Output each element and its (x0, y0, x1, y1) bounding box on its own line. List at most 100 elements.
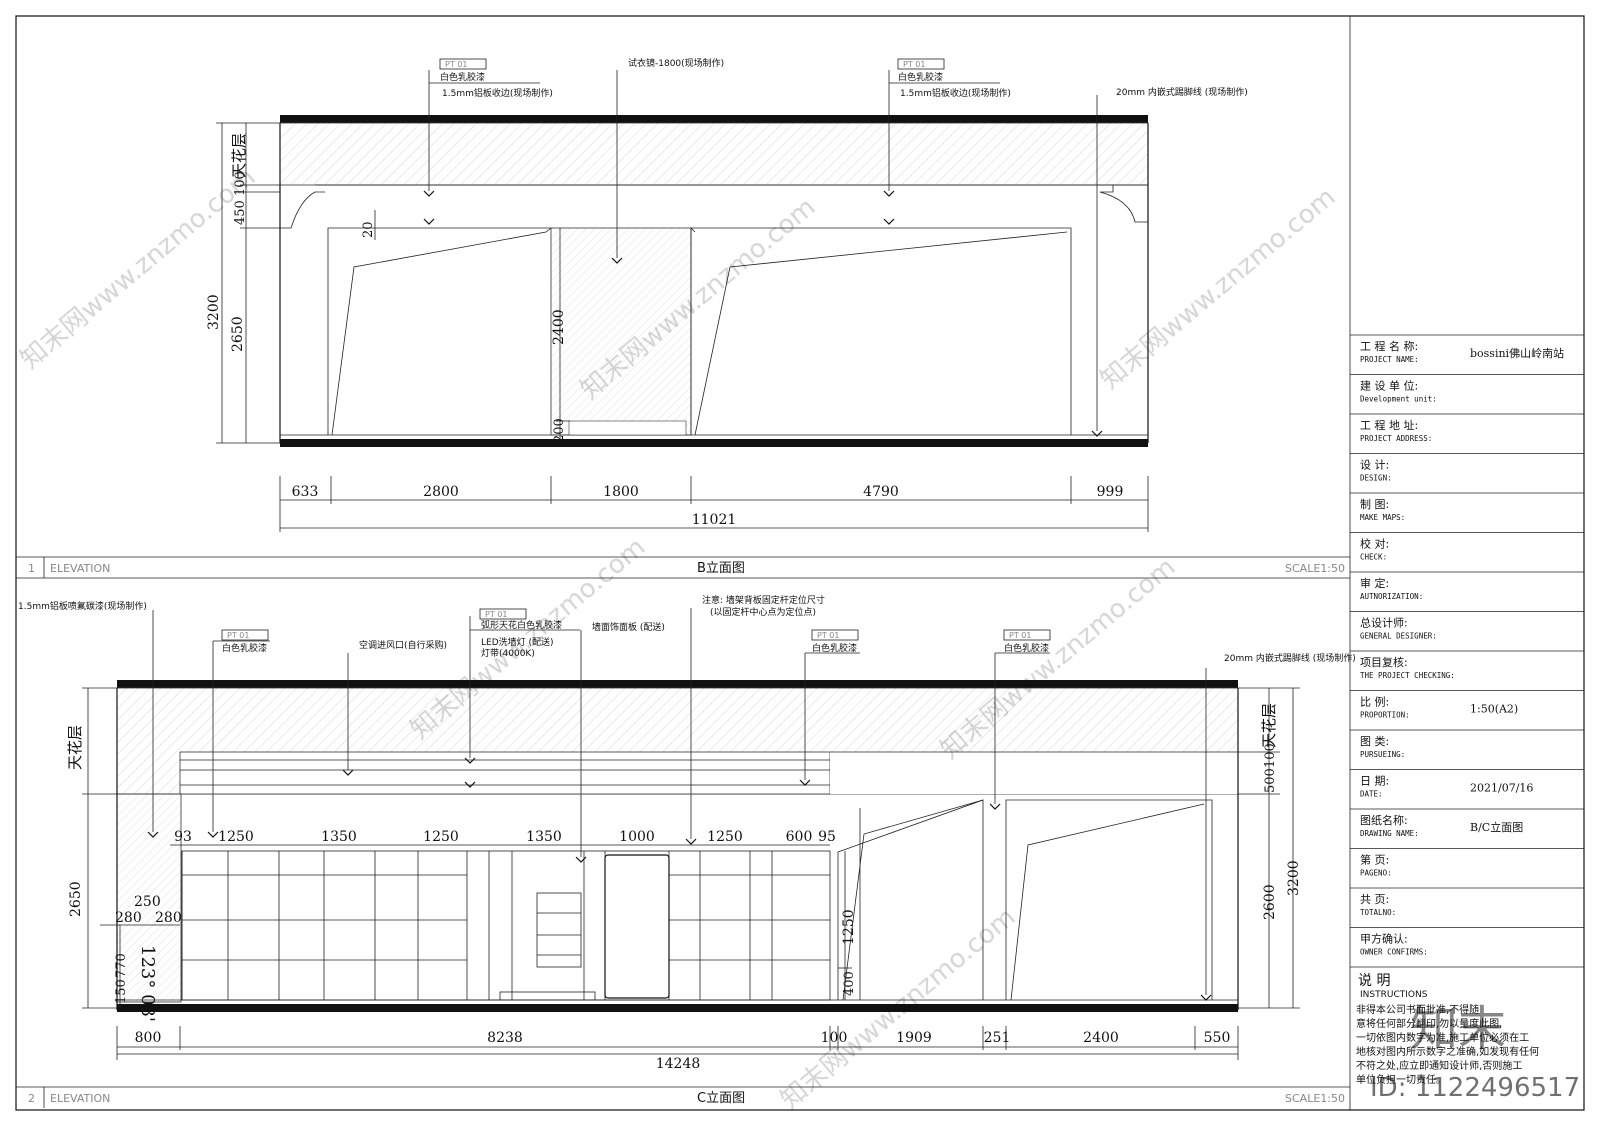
title-row-value: 1:50(A2) (1470, 703, 1518, 716)
c-callout-paint-1: 白色乳胶漆 (222, 642, 267, 654)
b-ceiling-slab (280, 115, 1148, 123)
b-hdim-3: 1800 (603, 484, 639, 500)
c-elev-title: C立面图 (697, 1091, 745, 1106)
title-row-label: 甲方确认: (1360, 932, 1408, 946)
c-note-2: (以固定杆中心点为定位点) (710, 606, 816, 618)
c-dim-3200: 3200 (1286, 860, 1302, 896)
title-row-label-en: DESIGN: (1360, 474, 1392, 483)
c-shelf-dim-2: 1250 (218, 829, 254, 845)
c-callout-paint-4: 白色乳胶漆 (1004, 642, 1049, 654)
b-ceiling-zone (279, 122, 1149, 186)
title-row-label-en: CHECK: (1360, 553, 1387, 562)
b-total-dim: 11021 (692, 512, 737, 528)
c-paint-tag-2: PT 01 (485, 610, 507, 619)
c-dim-2650: 2650 (68, 881, 84, 917)
c-shelf-dim-1: 93 (174, 829, 192, 845)
c-callout-paint-3: 白色乳胶漆 (812, 642, 857, 654)
c-hdim-3: 100 (821, 1030, 848, 1046)
c-callout-alu-fluoro: 1.5mm铝板喷氟碳漆(现场制作) (18, 600, 147, 612)
title-row-label: 制 图: (1360, 498, 1389, 511)
title-row-label: 共 页: (1360, 893, 1389, 906)
c-callout-wall-panel: 墙面饰面板 (配送) (592, 621, 665, 633)
c-hdim-6: 2400 (1083, 1030, 1119, 1046)
b-paint-tag-2: PT 01 (903, 60, 925, 69)
b-paint-tag-1: PT 01 (445, 60, 467, 69)
c-dim-1250: 1250 (841, 909, 857, 945)
b-hdim-4: 4790 (863, 484, 899, 500)
c-elev-label: ELEVATION (50, 1092, 110, 1105)
title-row-label-en: PROJECT ADDRESS: (1360, 434, 1432, 443)
title-row-value: B/C立面图 (1470, 820, 1523, 834)
c-dim-400: 400 (842, 971, 857, 996)
title-row-label-en: THE PROJECT CHECKING: (1360, 671, 1455, 680)
c-dim-150: 150 (114, 979, 129, 1004)
title-row-label: 比 例: (1360, 695, 1389, 709)
b-floor-slab (280, 439, 1148, 447)
instructions-line: 单位负担一切责任。 (1356, 1073, 1446, 1086)
title-row-label-en: Development unit: (1360, 395, 1437, 404)
title-row-value: 2021/07/16 (1470, 782, 1533, 795)
c-total-dim: 14248 (656, 1056, 701, 1072)
c-elev-scale: SCALE1:50 (1285, 1092, 1345, 1105)
instructions-line: 意将任何部分翻印,勿以量度此图, (1356, 1017, 1502, 1030)
title-row-label: 设 计: (1360, 459, 1389, 472)
title-row-label: 建 设 单 位: (1360, 379, 1418, 393)
title-row-label-en: PURSUEING: (1360, 750, 1405, 759)
title-row-label-en: MAKE MAPS: (1360, 513, 1405, 522)
title-row-label: 第 页: (1360, 853, 1389, 867)
c-dim-280b: 280 (155, 910, 182, 926)
title-row-label: 日 期: (1360, 775, 1389, 788)
c-mirror (604, 854, 670, 999)
b-elev-number: 1 (28, 562, 35, 575)
c-dim-280a: 280 (115, 910, 142, 926)
title-row-label-en: GENERAL DESIGNER: (1360, 632, 1437, 641)
b-fitting-mirror (550, 227, 692, 436)
instructions-line: 地核对图内所示数字之准确,如发现有任何 (1356, 1045, 1539, 1058)
b-callout-paint-2: 白色乳胶漆 (898, 71, 943, 83)
b-dim-450: 450 (233, 200, 248, 225)
c-callout-arc-ceiling: 弧形天花白色乳胶漆 (481, 619, 562, 631)
b-elev-title: B立面图 (697, 561, 745, 576)
c-hdim-2: 8238 (487, 1030, 523, 1046)
b-hdim-2: 2800 (423, 484, 459, 500)
c-dim-ceiling-left: 天花层 (66, 725, 84, 770)
c-dim-ceiling-right: 天花层 (1260, 703, 1278, 748)
c-ceiling-slab (117, 680, 1238, 688)
c-dim-angle: 123° 03' (137, 945, 158, 1022)
c-hdim-4: 1909 (896, 1030, 932, 1046)
b-dim-2400: 2400 (551, 309, 567, 345)
b-dim-100: 100 (233, 171, 248, 196)
b-hdim-1: 633 (292, 484, 319, 500)
b-dim-200: 200 (552, 418, 567, 443)
c-callout-led2: 灯带(4000K) (481, 648, 535, 659)
title-row-label-en: DRAWING NAME: (1360, 829, 1419, 838)
watermark-logo: 知末 (1410, 1001, 1506, 1057)
c-hdim-7: 550 (1204, 1030, 1231, 1046)
c-callout-skirting: 20mm 内嵌式踢脚线 (现场制作) (1224, 652, 1356, 664)
c-shelving (181, 850, 831, 1001)
b-hdim-5: 999 (1097, 484, 1124, 500)
title-row-label-en: PROJECT NAME: (1360, 355, 1419, 364)
elevation-b: PT 01 白色乳胶漆 1.5mm铝板收边(现场制作) 试衣镜-1800(现场制… (28, 57, 1345, 578)
b-elev-scale: SCALE1:50 (1285, 562, 1345, 575)
c-hdim-1: 800 (135, 1030, 162, 1046)
b-callout-alu-1: 1.5mm铝板收边(现场制作) (442, 87, 553, 99)
c-callout-air-inlet: 空调进风口(自行采购) (359, 639, 447, 651)
title-row-label: 工 程 名 称: (1360, 339, 1418, 353)
c-shelf-dim-7: 1250 (707, 829, 743, 845)
b-elev-label: ELEVATION (50, 562, 110, 575)
title-row-value: bossini佛山岭南站 (1470, 346, 1564, 360)
c-paint-tag-4: PT 01 (1009, 631, 1031, 640)
b-dim-2650: 2650 (230, 316, 246, 352)
c-floor-slab (117, 1004, 1238, 1012)
c-dim-770: 770 (114, 953, 129, 978)
title-row-label-en: DATE: (1360, 790, 1383, 799)
c-dim-500: 500 (1263, 768, 1278, 793)
c-shelf-dim-8: 600 (786, 829, 813, 845)
c-alu-column (116, 793, 182, 1003)
instructions-line: 一切依图内数字为准,施工单位必须在工 (1356, 1031, 1529, 1044)
title-row-label-en: PAGENO: (1360, 869, 1392, 878)
title-row-label: 校 对: (1360, 537, 1389, 551)
title-row-label: 项目复核: (1360, 655, 1408, 669)
instructions-line: 非得本公司书面批准,不得随 (1356, 1003, 1479, 1016)
